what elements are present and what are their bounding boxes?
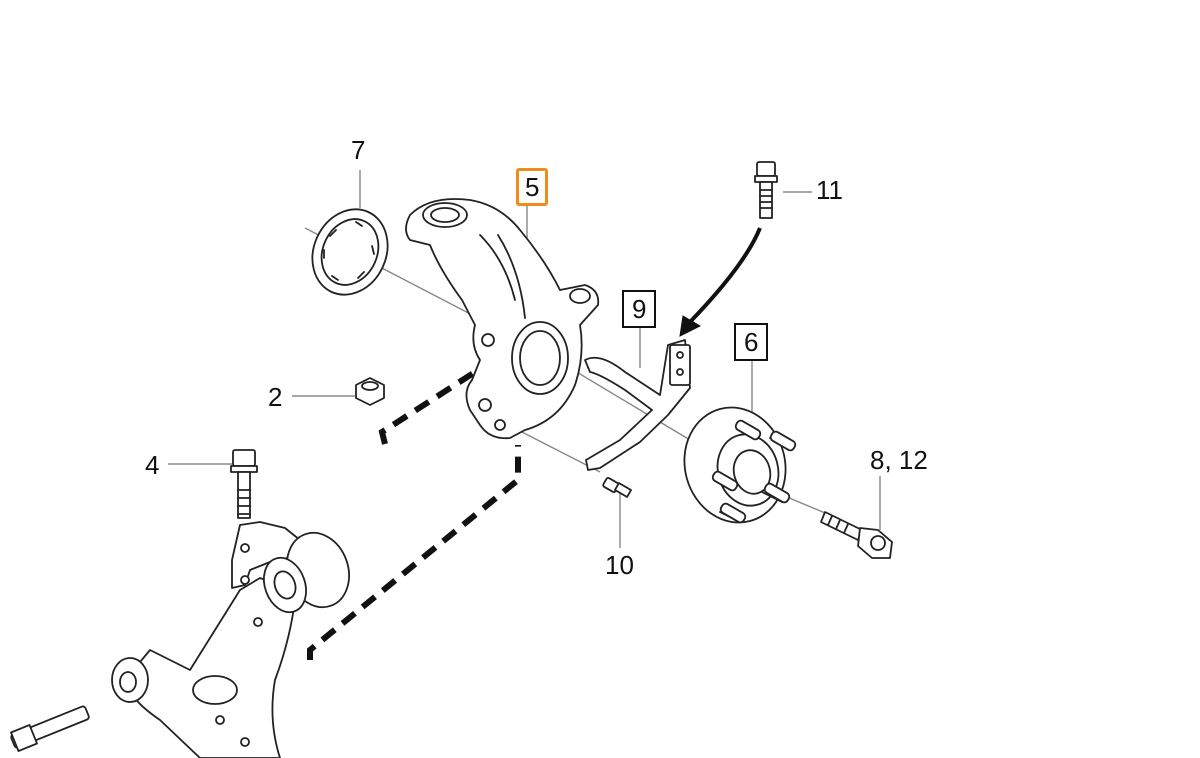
callout-11[interactable]: 11 — [816, 175, 843, 205]
callout-8-12[interactable]: 8, 12 — [870, 445, 928, 475]
callout-6[interactable]: 6 — [734, 323, 769, 361]
callout-9[interactable]: 9 — [622, 290, 657, 328]
lower-control-arm-part[interactable] — [10, 521, 359, 758]
hub-bolt-part[interactable] — [820, 511, 893, 559]
callout-10[interactable]: 10 — [605, 550, 634, 580]
callout-7[interactable]: 7 — [351, 135, 366, 165]
bolt-11-part[interactable] — [754, 161, 778, 219]
bolt-4-part[interactable] — [230, 449, 258, 519]
arrow-11 — [679, 227, 762, 337]
screw-10-part[interactable] — [602, 477, 632, 498]
steering-knuckle-part[interactable] — [405, 198, 600, 440]
callout-4[interactable]: 4 — [145, 450, 160, 480]
nut-2-part[interactable] — [355, 377, 385, 406]
callout-5-highlighted[interactable]: 5 — [516, 168, 549, 206]
wheel-hub-part[interactable] — [672, 396, 799, 534]
circlip-ring-part[interactable] — [299, 197, 401, 307]
abs-sensor-bracket-part[interactable] — [584, 339, 691, 471]
callout-2[interactable]: 2 — [268, 382, 283, 412]
